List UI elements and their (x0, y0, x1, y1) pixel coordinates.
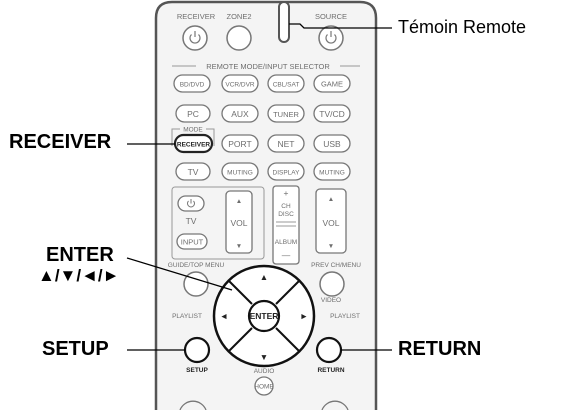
selector-header: REMOTE MODE/INPUT SELECTOR (206, 62, 330, 71)
enter-callout: ENTER (46, 244, 114, 266)
port-button[interactable]: PORT (221, 134, 259, 153)
game-button[interactable]: GAME (313, 74, 351, 93)
tv-input-button[interactable]: INPUT (176, 233, 208, 250)
game-label: GAME (321, 80, 343, 89)
receiver-top-label: RECEIVER (177, 12, 216, 21)
guide-button[interactable] (183, 271, 209, 297)
tv-mode-label: TV (188, 167, 199, 177)
bd-dvd-button[interactable]: BD/DVD (173, 74, 211, 93)
vol-up-arrow: ▲ (328, 196, 334, 203)
display-label: DISPLAY (273, 170, 301, 177)
home-button[interactable]: HOME (254, 376, 274, 396)
receiver-power-button[interactable] (182, 25, 208, 51)
prev-ch-button[interactable] (319, 271, 345, 297)
audio-label: AUDIO (254, 368, 275, 375)
tv-mode-button[interactable]: TV (175, 162, 211, 181)
net-label: NET (278, 139, 295, 149)
tv-control-panel (171, 186, 265, 260)
tv-input-label: INPUT (181, 238, 204, 247)
ch-label: CH (281, 203, 291, 210)
vcr-dvr-label: VCR/DVR (225, 82, 255, 89)
muting-label: MUTING (319, 170, 345, 177)
aux-button[interactable]: AUX (221, 104, 259, 123)
tv-power-button[interactable] (177, 195, 205, 212)
left-arrow-button[interactable]: ◄ (220, 311, 228, 321)
callout-lines (126, 23, 392, 351)
ch-disc-album-rocker[interactable]: + CH DISC ALBUM — (272, 185, 300, 265)
tv-cd-button[interactable]: TV/CD (313, 104, 351, 123)
tv-vol-up-arrow: ▲ (236, 198, 242, 205)
zone2-button[interactable] (226, 25, 252, 51)
port-label: PORT (228, 139, 251, 149)
tv-label: TV (186, 216, 197, 226)
usb-button[interactable]: USB (313, 134, 351, 153)
setup-small-label: SETUP (186, 367, 208, 374)
album-label: ALBUM (275, 239, 297, 246)
return-small-label: RETURN (317, 367, 344, 374)
enter-button-label: ENTER (250, 311, 279, 321)
remote-indicator (278, 1, 290, 43)
tv-vol-down-arrow: ▼ (236, 243, 242, 250)
receiver-callout: RECEIVER (9, 131, 112, 153)
guide-top-menu-label: GUIDE/TOP MENU (168, 262, 225, 269)
source-label: SOURCE (315, 12, 347, 21)
tv-muting-label: MUTING (227, 170, 253, 177)
receiver-mode-button[interactable]: RECEIVER (173, 133, 214, 154)
arrows-callout: ▲/▼/◄/► (38, 266, 120, 285)
right-arrow-button[interactable]: ► (300, 311, 308, 321)
net-button[interactable]: NET (267, 134, 305, 153)
usb-label: USB (323, 139, 341, 149)
display-button[interactable]: DISPLAY (267, 162, 305, 181)
ch-plus-label: + (284, 188, 289, 198)
cbl-sat-button[interactable]: CBL/SAT (267, 74, 305, 93)
receiver-mode-label: RECEIVER (177, 142, 211, 149)
cbl-sat-label: CBL/SAT (273, 82, 300, 89)
aux-label: AUX (231, 109, 249, 119)
enter-button[interactable]: ENTER (247, 299, 281, 333)
bd-dvd-label: BD/DVD (180, 82, 205, 89)
temoin-remote-callout: Témoin Remote (398, 17, 527, 37)
return-button[interactable] (315, 336, 343, 364)
tv-volume-rocker[interactable]: ▲ VOL ▼ (225, 190, 253, 254)
return-callout: RETURN (398, 338, 482, 360)
tv-vol-label: VOL (230, 218, 247, 228)
video-label: VIDEO (321, 297, 341, 304)
tv-cd-label: TV/CD (319, 109, 345, 119)
setup-callout: SETUP (42, 338, 109, 360)
muting-button[interactable]: MUTING (313, 162, 351, 181)
source-power-button[interactable] (318, 25, 344, 51)
playlist-left-label: PLAYLIST (172, 313, 202, 320)
vcr-dvr-button[interactable]: VCR/DVR (221, 74, 259, 93)
up-arrow-button[interactable]: ▲ (260, 272, 268, 282)
ch-minus-label: — (282, 250, 291, 260)
tuner-button[interactable]: TUNER (267, 104, 305, 123)
playlist-right-label: PLAYLIST (330, 313, 360, 320)
down-arrow-button[interactable]: ▼ (260, 352, 268, 362)
tuner-label: TUNER (273, 110, 299, 119)
pc-button[interactable]: PC (175, 104, 211, 123)
home-label: HOME (254, 384, 274, 391)
tv-muting-button[interactable]: MUTING (221, 162, 259, 181)
pc-label: PC (187, 109, 199, 119)
zone2-label: ZONE2 (226, 12, 251, 21)
disc-label: DISC (278, 211, 294, 218)
vol-down-arrow: ▼ (328, 243, 334, 250)
mode-label: MODE (183, 127, 203, 134)
prev-ch-menu-label: PREV CH/MENU (311, 262, 361, 269)
vol-label: VOL (322, 218, 339, 228)
volume-rocker[interactable]: ▲ VOL ▼ (315, 188, 347, 254)
setup-button[interactable] (183, 336, 211, 364)
remote-body (154, 0, 378, 410)
